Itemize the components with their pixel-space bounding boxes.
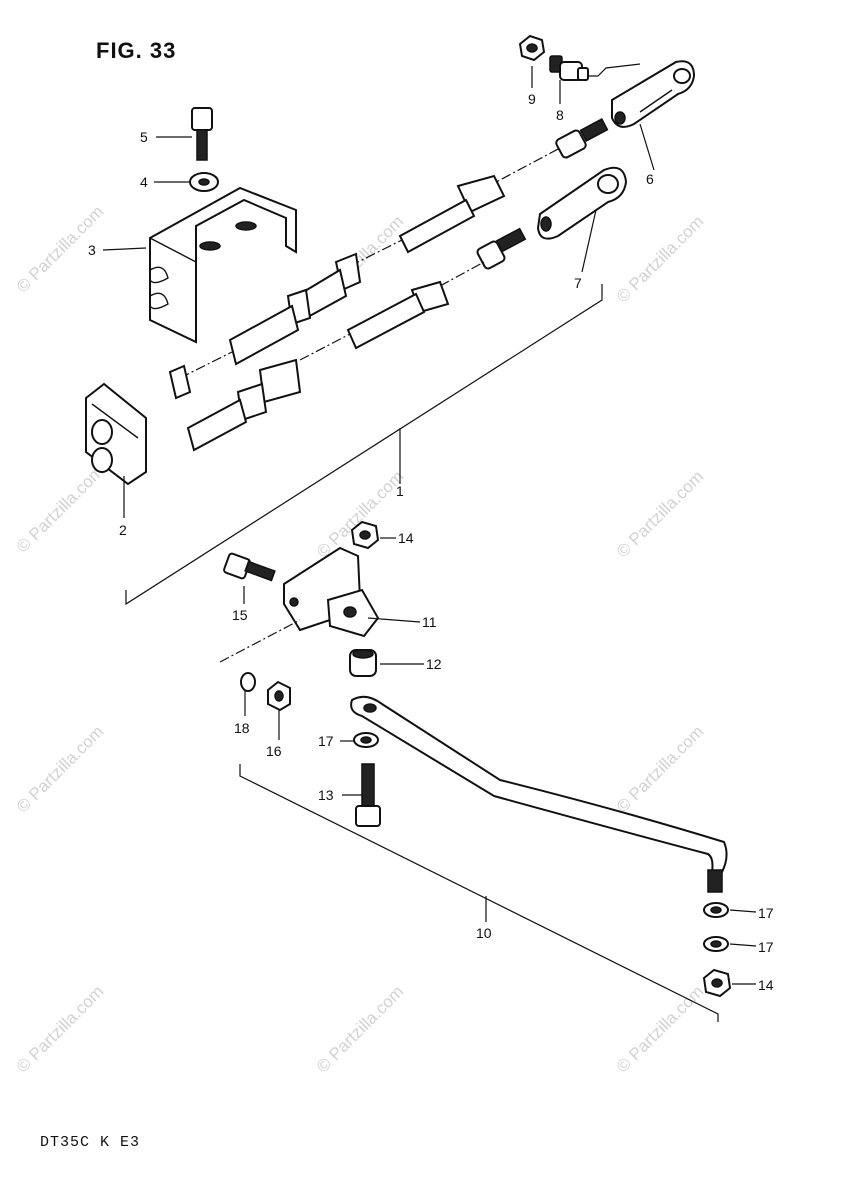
callout-17-lower-a: 17 — [758, 905, 774, 921]
nut-part-14-upper — [350, 520, 380, 550]
stud-part-8 — [549, 55, 589, 81]
model-code: DT35C K E3 — [40, 1134, 141, 1151]
washer-part-18 — [240, 672, 256, 692]
bracket-part-11 — [283, 546, 380, 638]
callout-7: 7 — [574, 275, 582, 291]
bolt-part-5 — [191, 107, 213, 161]
washer-part-17-lower-b — [703, 936, 729, 952]
figure-title: FIG. 33 — [96, 38, 177, 63]
callout-1: 1 — [396, 483, 404, 499]
callout-15: 15 — [232, 607, 248, 623]
callout-17-lower-b: 17 — [758, 939, 774, 955]
control-cable-lower — [186, 227, 527, 452]
callout-10: 10 — [476, 925, 492, 941]
callout-3: 3 — [88, 242, 96, 258]
callout-18: 18 — [234, 720, 250, 736]
nut-part-9 — [518, 34, 546, 62]
callout-6: 6 — [646, 171, 654, 187]
callout-17-upper: 17 — [318, 733, 334, 749]
callout-8: 8 — [556, 107, 564, 123]
callout-12: 12 — [426, 656, 442, 672]
callout-9: 9 — [528, 91, 536, 107]
collar-part-12 — [349, 649, 377, 677]
callout-5: 5 — [140, 129, 148, 145]
cable-end-part-6 — [611, 60, 696, 128]
washer-part-17-lower-a — [703, 902, 729, 918]
callout-13: 13 — [318, 787, 334, 803]
callout-2: 2 — [119, 522, 127, 538]
cable-end-part-7 — [536, 166, 628, 240]
callout-4: 4 — [140, 174, 148, 190]
bracket-part-3 — [149, 186, 297, 344]
callout-16: 16 — [266, 743, 282, 759]
leader-lines — [102, 66, 757, 1022]
nut-part-14-lower — [702, 968, 732, 998]
nut-part-16 — [267, 680, 291, 712]
bolt-part-13 — [355, 763, 381, 827]
callout-labels: 5 4 3 9 8 6 7 2 1 14 15 11 12 18 16 17 1… — [88, 91, 774, 993]
control-cable-upper — [168, 118, 609, 400]
grommet-part-2 — [85, 382, 147, 486]
washer-part-4 — [189, 172, 219, 192]
washer-part-17-upper — [353, 732, 379, 748]
bolt-part-15 — [223, 552, 276, 582]
rod-part-10 — [350, 695, 728, 893]
callout-14-lower: 14 — [758, 977, 774, 993]
callout-11: 11 — [422, 614, 437, 630]
callout-14-upper: 14 — [398, 530, 414, 546]
